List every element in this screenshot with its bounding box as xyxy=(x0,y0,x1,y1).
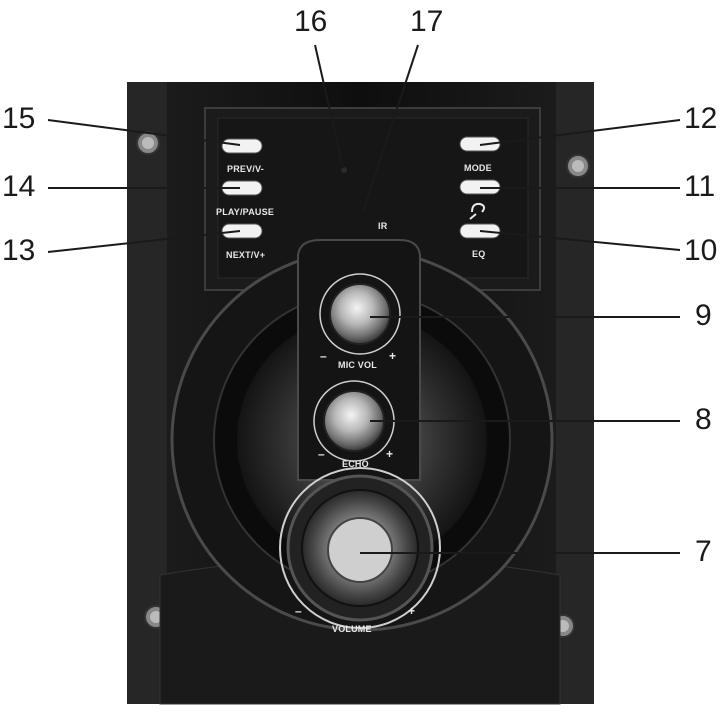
callout-17: 17 xyxy=(410,5,444,38)
callout-16: 16 xyxy=(294,5,328,38)
callout-7: 7 xyxy=(695,535,712,568)
callout-line-15 xyxy=(47,119,241,146)
eq-label: EQ xyxy=(472,249,485,259)
callout-line-16 xyxy=(314,44,344,169)
volume-minus: – xyxy=(295,604,302,618)
prev-button[interactable] xyxy=(221,138,263,154)
echo-minus: – xyxy=(318,447,325,461)
callout-line-10 xyxy=(479,230,681,251)
volume-plus: + xyxy=(408,604,415,618)
callout-10: 10 xyxy=(684,234,718,267)
callout-line-17 xyxy=(362,44,419,213)
callout-line-12 xyxy=(479,119,681,146)
callout-9: 9 xyxy=(695,299,712,332)
screw-icon xyxy=(136,131,160,155)
callout-15: 15 xyxy=(2,102,36,135)
next-label: NEXT/V+ xyxy=(226,250,265,260)
callout-12: 12 xyxy=(684,102,718,135)
mode-label: MODE xyxy=(464,163,492,173)
mic-vol-minus: – xyxy=(320,349,327,363)
cabinet-side-right xyxy=(556,82,594,704)
mic-vol-knob[interactable] xyxy=(329,283,391,345)
callout-13: 13 xyxy=(2,234,36,267)
mic-vol-label: MIC VOL xyxy=(338,360,377,370)
ir-sensor xyxy=(341,167,347,173)
volume-knob-ring xyxy=(279,467,441,629)
callout-8: 8 xyxy=(695,403,712,436)
echo-label: ECHO xyxy=(342,459,369,469)
ir-label: IR xyxy=(378,221,388,231)
volume-knob-cap xyxy=(327,517,393,583)
prev-label: PREV/V- xyxy=(227,164,264,174)
microphone-icon xyxy=(469,202,486,220)
echo-plus: + xyxy=(386,447,393,461)
callout-line-13 xyxy=(47,230,241,253)
callout-11: 11 xyxy=(684,170,716,203)
callout-lines xyxy=(47,44,681,554)
mic-vol-plus: + xyxy=(389,349,396,363)
play-pause-label: PLAY/PAUSE xyxy=(216,207,274,217)
mic-vol-knob-ring xyxy=(319,273,401,355)
screw-icon xyxy=(566,154,590,178)
callout-14: 14 xyxy=(2,170,36,203)
next-button[interactable] xyxy=(221,223,263,239)
volume-label: VOLUME xyxy=(332,624,372,634)
